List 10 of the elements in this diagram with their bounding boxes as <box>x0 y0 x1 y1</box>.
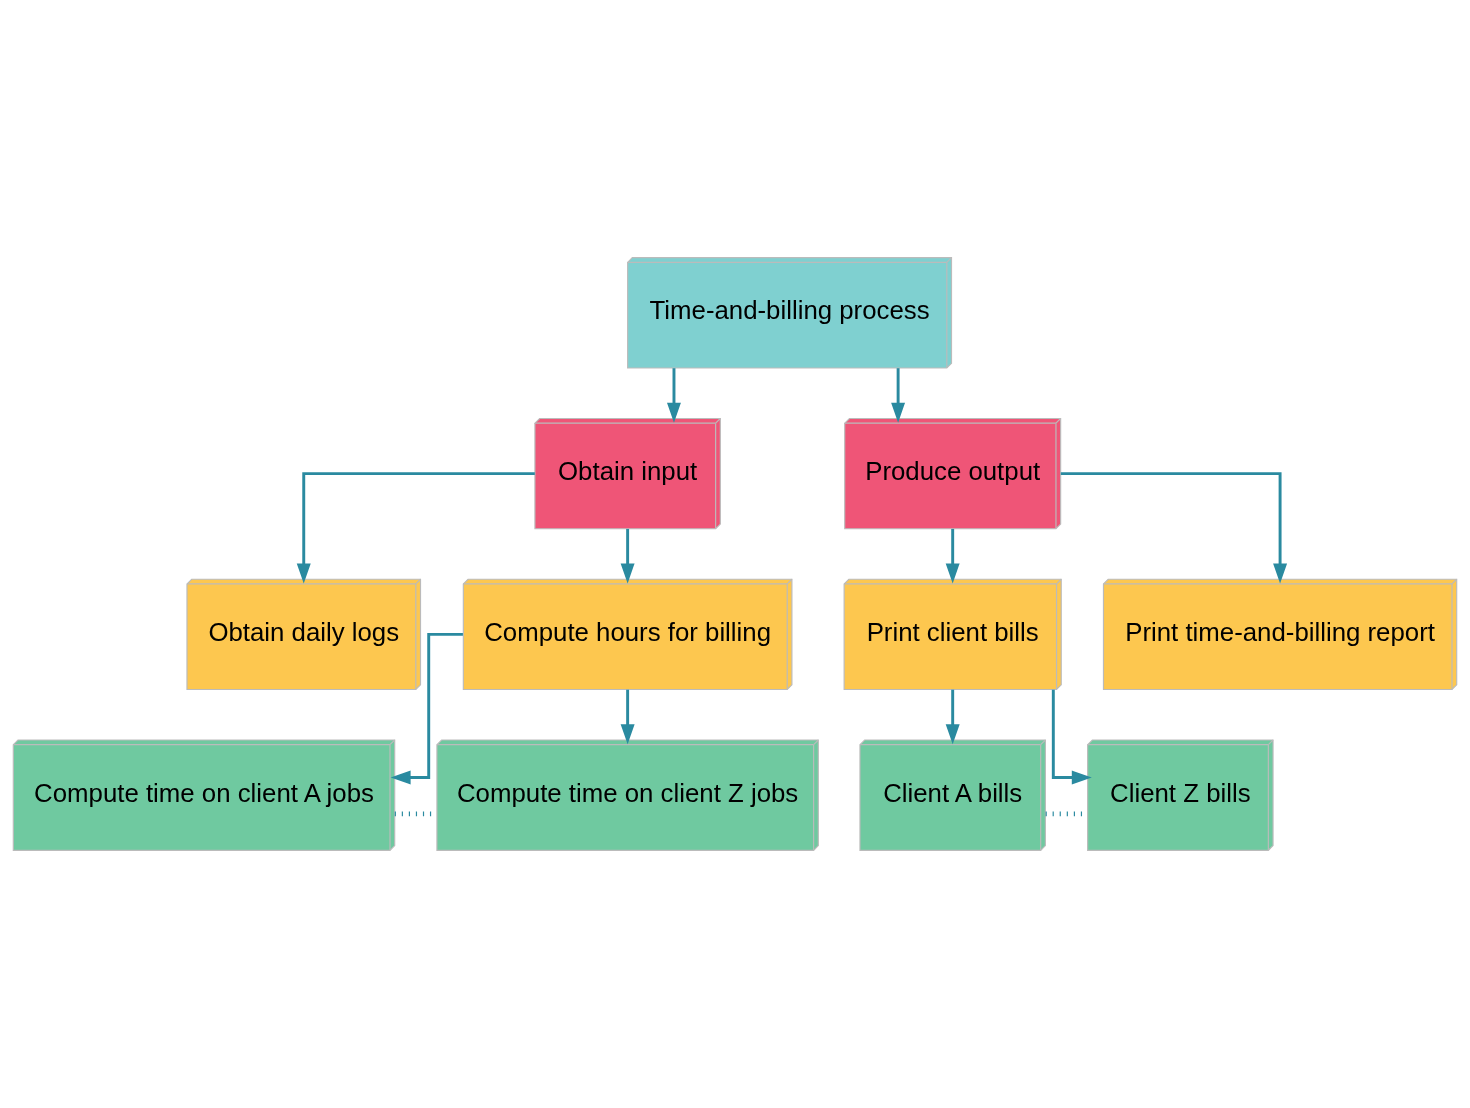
arrow <box>620 528 635 584</box>
arrow <box>390 632 463 785</box>
arrow <box>945 689 960 745</box>
arrow <box>296 472 535 584</box>
arrow <box>1051 689 1092 785</box>
arrow <box>1060 472 1288 584</box>
arrow <box>667 368 681 423</box>
arrow <box>620 689 635 745</box>
arrow <box>891 368 906 423</box>
arrow <box>945 528 960 584</box>
